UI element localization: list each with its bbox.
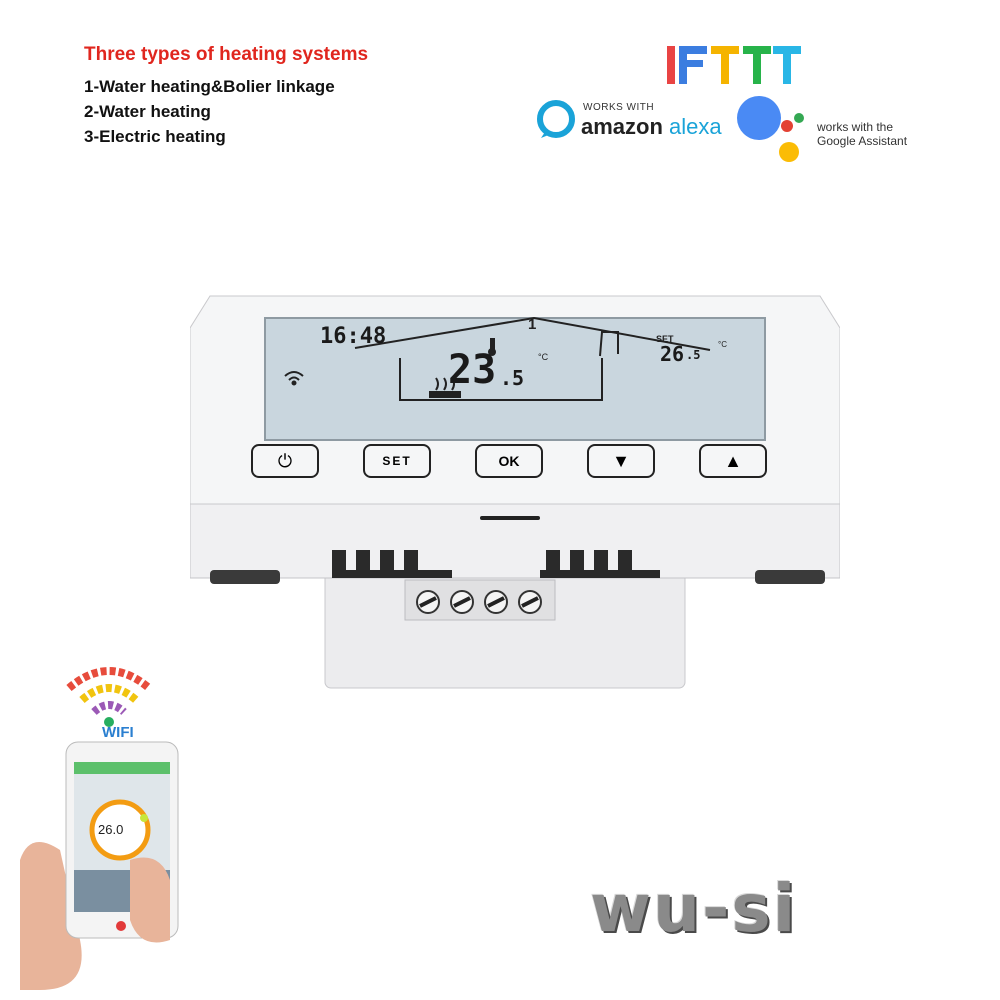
lcd-day: 1 [528, 316, 537, 333]
thermostat-button-row: ⏻ SET OK ▼ ▲ [245, 442, 775, 478]
thermostat-device: 16:48 1 23 .5 °C SET 26 .5 °C [189, 288, 841, 708]
phone-in-hand: 26.0 [20, 740, 180, 990]
lcd-set-unit: °C [718, 340, 727, 349]
ifttt-logo [667, 46, 802, 86]
set-button[interactable]: SET [363, 444, 431, 478]
down-button[interactable]: ▼ [587, 444, 655, 478]
lcd-set-label: SET [656, 334, 674, 344]
alexa-ring-icon [537, 100, 575, 138]
system-item-2: 2-Water heating [84, 102, 211, 121]
power-button[interactable]: ⏻ [251, 444, 319, 478]
alexa-logo: WORKS WITH amazon alexa [535, 96, 725, 144]
lcd-set-temp: 26 [660, 342, 685, 366]
lcd-room-temp: 23 [448, 347, 497, 393]
system-item-3: 3-Electric heating [84, 127, 226, 146]
google-assistant-logo: works with the Google Assistant [735, 96, 925, 166]
brand-watermark: wu-si [590, 870, 798, 947]
lcd-unit: °C [538, 352, 549, 362]
ok-button[interactable]: OK [475, 444, 543, 478]
google-assistant-icon [737, 96, 804, 162]
heading: Three types of heating systems [84, 44, 369, 65]
wifi-label: WIFI [102, 724, 134, 741]
lcd-time: 16:48 [320, 324, 387, 349]
app-temp: 26.0 [98, 822, 124, 837]
system-item-1: 1-Water heating&Bolier linkage [84, 77, 335, 96]
wifi-icon [64, 660, 154, 730]
up-button[interactable]: ▲ [699, 444, 767, 478]
lcd-set-temp-dec: .5 [686, 348, 701, 362]
lcd-room-temp-dec: .5 [500, 366, 525, 390]
